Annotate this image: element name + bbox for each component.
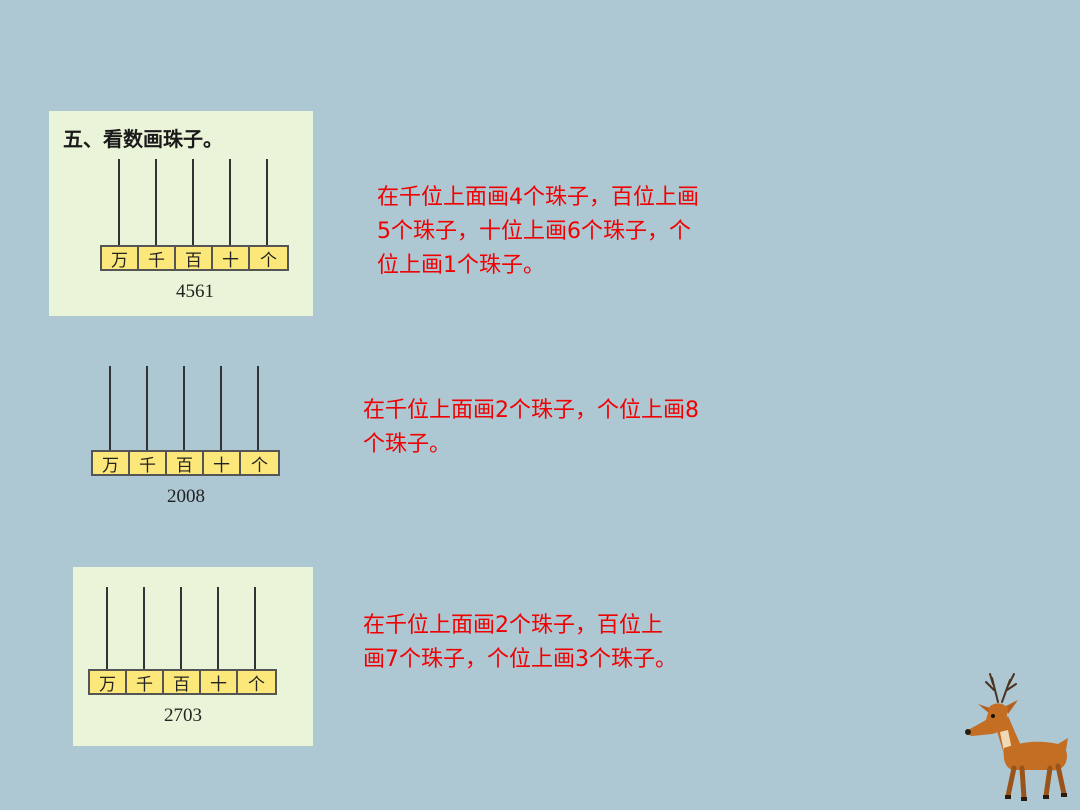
exercise-2-instruction: 在千位上面画2个珠子，个位上画8 个珠子。 (363, 394, 699, 462)
exercise-1-instruction: 在千位上面画4个珠子，百位上画 5个珠子，十位上画6个珠子，个 位上画1个珠子。 (377, 181, 699, 283)
abacus-rod (109, 366, 111, 454)
place-label-wan: 万 (93, 452, 130, 476)
abacus-rod (220, 366, 222, 454)
abacus-rod (183, 366, 185, 454)
abacus-rod (266, 159, 268, 247)
exercise-3-panel: 万 千 百 十 个 2703 (73, 567, 313, 746)
exercise-heading: 五、看数画珠子。 (63, 127, 223, 151)
abacus-rod (257, 366, 259, 454)
abacus-rod (155, 159, 157, 247)
place-label-qian: 千 (127, 671, 164, 695)
abacus-rod (192, 159, 194, 247)
instruction-line: 画7个珠子，个位上画3个珠子。 (363, 647, 677, 672)
place-label-shi: 十 (201, 671, 238, 695)
place-label-ge: 个 (248, 674, 265, 695)
instruction-line: 5个珠子，十位上画6个珠子，个 (377, 219, 691, 244)
place-label-bai: 百 (164, 671, 201, 695)
instruction-line: 在千位上面画2个珠子，百位上 (363, 613, 663, 638)
instruction-line: 位上画1个珠子。 (377, 253, 545, 278)
abacus-rod (118, 159, 120, 247)
instruction-line: 在千位上面画2个珠子，个位上画8 (363, 398, 699, 423)
place-value-labels: 万 千 百 十 个 (88, 669, 277, 695)
place-label-bai: 百 (167, 452, 204, 476)
abacus-rod (217, 587, 219, 673)
place-value-labels: 万 千 百 十 个 (100, 245, 289, 271)
abacus-2: 万 千 百 十 个 2008 (91, 366, 281, 507)
place-label-ge: 个 (251, 455, 268, 476)
place-value-labels: 万 千 百 十 个 (91, 450, 280, 476)
place-label-ge: 个 (260, 250, 277, 271)
exercise-1-panel: 五、看数画珠子。 万 千 百 十 个 4561 (49, 111, 313, 316)
abacus-rod (106, 587, 108, 673)
abacus-1: 万 千 百 十 个 4561 (100, 159, 290, 302)
place-label-bai: 百 (176, 247, 213, 271)
abacus-rod (254, 587, 256, 673)
abacus-rod (180, 587, 182, 673)
abacus-number: 2703 (164, 705, 202, 726)
exercise-3-instruction: 在千位上面画2个珠子，百位上 画7个珠子，个位上画3个珠子。 (363, 609, 677, 677)
place-label-qian: 千 (130, 452, 167, 476)
instruction-line: 在千位上面画4个珠子，百位上画 (377, 185, 699, 210)
place-label-wan: 万 (90, 671, 127, 695)
abacus-rod (229, 159, 231, 247)
place-label-shi: 十 (204, 452, 241, 476)
place-label-qian: 千 (139, 247, 176, 271)
abacus-rod (143, 587, 145, 673)
deer-icon (965, 673, 1068, 801)
abacus-rod (146, 366, 148, 454)
instruction-line: 个珠子。 (363, 432, 452, 457)
abacus-number: 2008 (167, 486, 205, 507)
abacus-3: 万 千 百 十 个 2703 (88, 587, 278, 726)
place-label-wan: 万 (102, 247, 139, 271)
abacus-number: 4561 (176, 281, 214, 302)
place-label-shi: 十 (213, 247, 250, 271)
